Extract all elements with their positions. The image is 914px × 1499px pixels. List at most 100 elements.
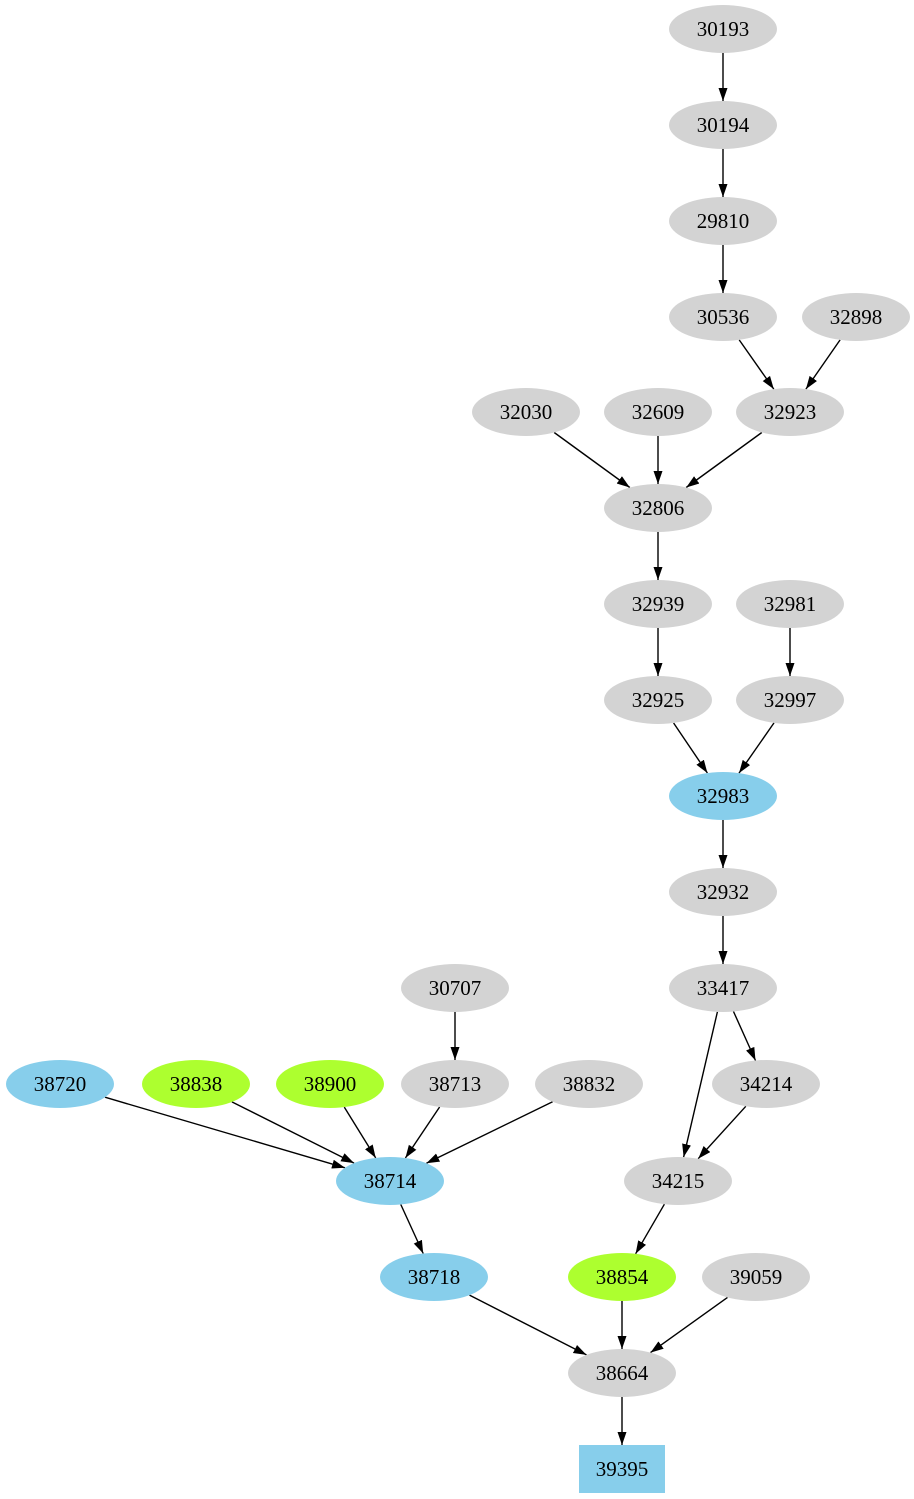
node-label: 34214	[740, 1072, 793, 1096]
node-ellipse-shape	[669, 772, 777, 820]
node-ellipse-shape	[142, 1060, 250, 1108]
node-ellipse-shape	[669, 964, 777, 1012]
graph-node-30707: 30707	[401, 964, 509, 1012]
node-ellipse-shape	[380, 1253, 488, 1301]
edge-39059-38664	[650, 1296, 728, 1354]
graph-node-38900: 38900	[276, 1060, 384, 1108]
graph-node-39059: 39059	[702, 1253, 810, 1301]
node-ellipse-shape	[624, 1157, 732, 1205]
graph-node-32925: 32925	[604, 676, 712, 724]
graph-node-32983: 32983	[669, 772, 777, 820]
node-label: 38720	[34, 1072, 87, 1096]
node-label: 38664	[596, 1361, 649, 1385]
graph-node-38838: 38838	[142, 1060, 250, 1108]
node-ellipse-shape	[802, 293, 910, 341]
node-ellipse-shape	[604, 388, 712, 436]
node-ellipse-shape	[568, 1253, 676, 1301]
edge-38718-38664	[469, 1294, 587, 1356]
node-label: 32983	[697, 784, 750, 808]
graph-node-38720: 38720	[6, 1060, 114, 1108]
node-ellipse-shape	[669, 293, 777, 341]
graph-node-32609: 32609	[604, 388, 712, 436]
node-ellipse-shape	[669, 101, 777, 149]
graph-node-39395: 39395	[579, 1445, 665, 1493]
graph-node-33417: 33417	[669, 964, 777, 1012]
edge-32925-32983	[673, 722, 708, 774]
node-ellipse-shape	[736, 388, 844, 436]
graph-node-38664: 38664	[568, 1349, 676, 1397]
node-label: 38900	[304, 1072, 357, 1096]
node-label: 38838	[170, 1072, 223, 1096]
edge-30536-32923	[738, 339, 775, 390]
graph-node-32997: 32997	[736, 676, 844, 724]
node-label: 39059	[730, 1265, 783, 1289]
node-ellipse-shape	[6, 1060, 114, 1108]
node-ellipse-shape	[736, 580, 844, 628]
node-label: 32932	[697, 880, 750, 904]
edge-38713-38714	[404, 1106, 441, 1159]
node-label: 32806	[632, 496, 685, 520]
edge-34214-34215	[697, 1105, 747, 1160]
node-label: 30536	[697, 305, 750, 329]
node-ellipse-shape	[336, 1157, 444, 1205]
node-label: 32609	[632, 400, 685, 424]
edge-34215-38854	[634, 1203, 666, 1255]
node-ellipse-shape	[276, 1060, 384, 1108]
graph-node-32806: 32806	[604, 484, 712, 532]
graph-node-30193: 30193	[669, 5, 777, 53]
node-label: 32898	[830, 305, 883, 329]
node-box-shape	[579, 1445, 665, 1493]
graph-node-38713: 38713	[401, 1060, 509, 1108]
node-ellipse-shape	[401, 964, 509, 1012]
node-ellipse-shape	[702, 1253, 810, 1301]
node-label: 34215	[652, 1169, 705, 1193]
node-label: 32925	[632, 688, 685, 712]
node-ellipse-shape	[535, 1060, 643, 1108]
node-label: 38713	[429, 1072, 482, 1096]
node-label: 38718	[408, 1265, 461, 1289]
node-label: 32981	[764, 592, 817, 616]
graph-node-30536: 30536	[669, 293, 777, 341]
graph-node-29810: 29810	[669, 197, 777, 245]
node-label: 30707	[429, 976, 482, 1000]
graph-node-32939: 32939	[604, 580, 712, 628]
edge-32997-32983	[738, 722, 775, 774]
node-ellipse-shape	[669, 868, 777, 916]
node-label: 32923	[764, 400, 817, 424]
edge-33417-34215	[682, 1011, 719, 1158]
node-label: 38832	[563, 1072, 616, 1096]
edges-layer	[104, 53, 841, 1445]
edge-32898-32923	[805, 339, 841, 390]
graph-node-38854: 38854	[568, 1253, 676, 1301]
graph-node-32981: 32981	[736, 580, 844, 628]
edge-38832-38714	[426, 1101, 553, 1164]
node-label: 32939	[632, 592, 685, 616]
node-label: 32030	[500, 400, 553, 424]
node-label: 30193	[697, 17, 750, 41]
edge-38900-38714	[343, 1106, 377, 1159]
node-label: 38714	[364, 1169, 417, 1193]
edge-32923-32806	[685, 431, 763, 489]
node-ellipse-shape	[604, 676, 712, 724]
node-ellipse-shape	[604, 484, 712, 532]
node-ellipse-shape	[669, 197, 777, 245]
nodes-layer: 30193 30194 29810 30536 32898 32030 32609 32923…	[6, 5, 910, 1493]
node-ellipse-shape	[736, 676, 844, 724]
graph-node-34214: 34214	[712, 1060, 820, 1108]
node-ellipse-shape	[568, 1349, 676, 1397]
node-label: 38854	[596, 1265, 649, 1289]
node-ellipse-shape	[712, 1060, 820, 1108]
node-label: 33417	[697, 976, 750, 1000]
graph-node-38832: 38832	[535, 1060, 643, 1108]
node-label: 39395	[596, 1457, 649, 1481]
edge-38838-38714	[231, 1101, 355, 1164]
node-label: 29810	[697, 209, 750, 233]
node-label: 32997	[764, 688, 817, 712]
graph-node-32898: 32898	[802, 293, 910, 341]
graph-node-38718: 38718	[380, 1253, 488, 1301]
edge-33417-34214	[732, 1011, 757, 1061]
graph-node-30194: 30194	[669, 101, 777, 149]
node-ellipse-shape	[472, 388, 580, 436]
